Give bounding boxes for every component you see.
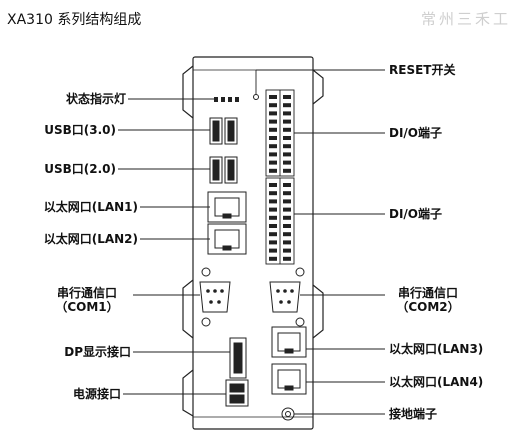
terminal-screw — [269, 248, 277, 253]
label-dio2: DI/O端子 — [389, 207, 443, 221]
enclosure — [182, 56, 324, 430]
reset-button-icon — [253, 94, 259, 100]
terminal-pin — [283, 152, 291, 157]
leader-lines — [118, 69, 385, 415]
lan4-port-icon — [271, 363, 307, 395]
terminal-screw — [269, 191, 277, 196]
com2-port-icon — [269, 281, 301, 313]
lan2-port-icon — [207, 223, 247, 255]
terminal-screw — [269, 256, 277, 261]
usb20-port-icon — [209, 156, 238, 184]
label-com2-line1: 串行通信口 — [397, 286, 458, 300]
terminal-pin — [283, 111, 291, 116]
lan3-port-icon — [271, 326, 307, 358]
terminal-pin — [283, 183, 291, 187]
terminal-pin — [283, 224, 291, 228]
terminal-pin — [283, 119, 291, 124]
label-lan1: 以太网口(LAN1) — [43, 200, 138, 214]
label-reset: RESET开关 — [389, 63, 456, 77]
screw-hole-icon — [201, 267, 305, 327]
terminal-pin — [283, 168, 291, 173]
terminal-screw — [269, 111, 277, 116]
terminal-pin — [283, 95, 291, 99]
label-com1-line1: 串行通信口 — [56, 286, 117, 300]
terminal-pin — [283, 127, 291, 132]
terminal-pin — [283, 144, 291, 149]
dp-port-icon — [229, 337, 247, 379]
label-lan3: 以太网口(LAN3) — [389, 342, 484, 356]
label-com1: 串行通信口 （COM1） — [45, 286, 129, 314]
power-connector-icon — [225, 379, 249, 407]
terminal-pin — [283, 215, 291, 220]
label-usb30: USB口(3.0) — [44, 123, 116, 137]
terminal-screw — [269, 103, 277, 108]
terminal-pin — [283, 256, 291, 261]
terminal-screw — [269, 207, 277, 212]
terminal-pin — [283, 103, 291, 108]
terminal-screw — [269, 224, 277, 228]
terminal-pin — [283, 199, 291, 204]
terminal-pin — [283, 136, 291, 140]
terminal-screw — [269, 168, 277, 173]
terminal-screw — [269, 199, 277, 204]
label-dio1: DI/O端子 — [389, 126, 443, 140]
label-com2: 串行通信口 （COM2） — [386, 286, 470, 314]
label-ground: 接地端子 — [389, 407, 438, 421]
label-com2-line2: （COM2） — [396, 300, 460, 314]
terminal-screw — [269, 215, 277, 220]
terminal-pin — [283, 248, 291, 253]
terminal-screw — [269, 95, 277, 99]
terminal-screw — [269, 136, 277, 140]
label-lan2: 以太网口(LAN2) — [43, 232, 138, 246]
com1-port-icon — [199, 281, 231, 313]
label-power: 电源接口 — [72, 387, 121, 401]
terminal-pin — [283, 240, 291, 245]
terminal-pin — [283, 207, 291, 212]
label-usb20: USB口(2.0) — [44, 162, 116, 176]
terminal-screw — [269, 232, 277, 237]
usb30-port-icon — [209, 117, 238, 145]
label-com1-line2: （COM1） — [55, 300, 119, 314]
label-dp: DP显示接口 — [64, 345, 131, 359]
terminal-screw — [269, 119, 277, 124]
terminal-screw — [269, 183, 277, 187]
terminal-screw — [269, 144, 277, 149]
label-lan4: 以太网口(LAN4) — [389, 375, 484, 389]
ground-terminal-icon — [281, 407, 295, 421]
terminal-pin — [283, 191, 291, 196]
status-led-icon — [214, 97, 239, 102]
terminal-screw — [269, 160, 277, 165]
lan1-port-icon — [207, 191, 247, 223]
terminal-pin — [283, 160, 291, 165]
dio-terminal-block-2 — [265, 177, 295, 265]
terminal-pin — [283, 232, 291, 237]
terminal-screw — [269, 240, 277, 245]
terminal-screw — [269, 152, 277, 157]
label-status-led: 状态指示灯 — [65, 92, 126, 106]
watermark: 常州三禾工 — [420, 10, 511, 28]
terminal-screw — [269, 127, 277, 132]
diagram-title: XA310 系列结构组成 — [7, 12, 142, 28]
